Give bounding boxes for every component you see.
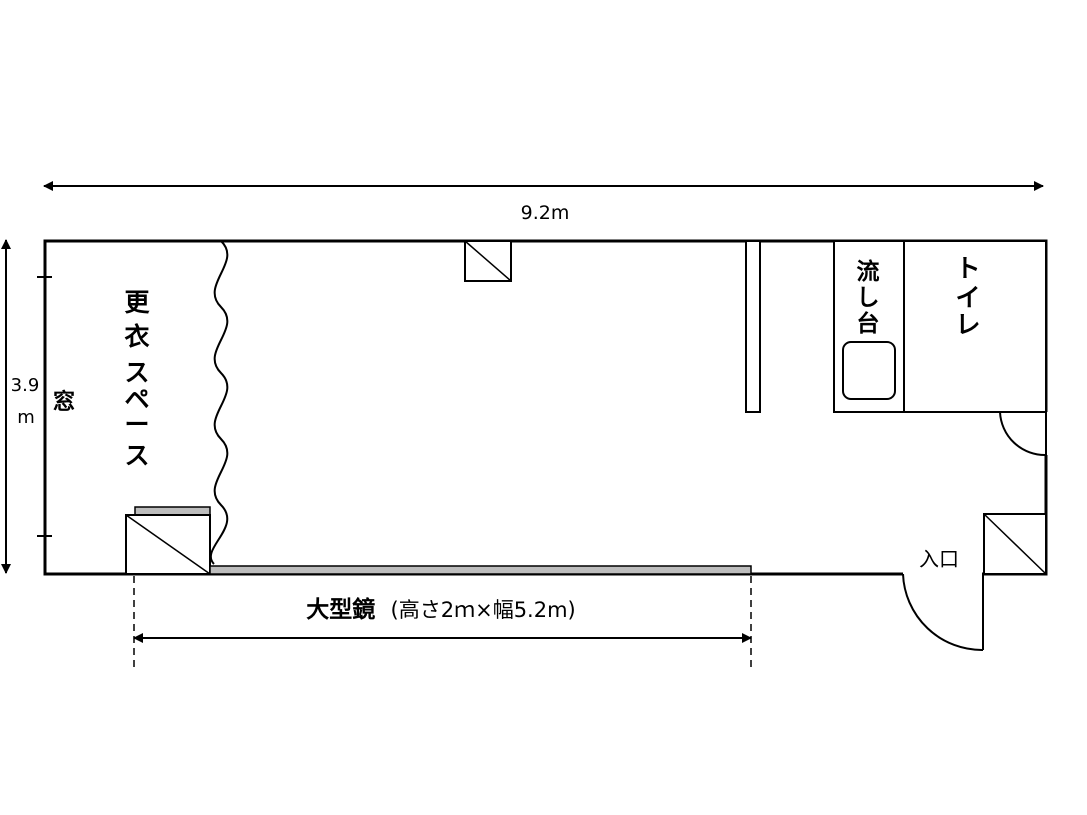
sink-basin [842, 341, 896, 400]
mirror-label: 大型鏡 (高さ2ｍ×幅5.2m) [306, 596, 576, 623]
svg-text:し: し [857, 285, 880, 311]
width-dimension-label: 9.2m [521, 202, 570, 224]
pillar-entrance [983, 513, 1047, 575]
window-label: 窓 [53, 389, 75, 415]
svg-text:イ: イ [955, 283, 980, 312]
svg-text:ス: ス [124, 358, 149, 387]
large-mirror [209, 565, 752, 575]
svg-text:台: 台 [857, 310, 880, 337]
pillar-top [464, 240, 512, 282]
svg-text:更: 更 [124, 288, 150, 317]
svg-text:流: 流 [857, 258, 880, 285]
partition-wall [745, 240, 761, 413]
entrance-label: 入口 [919, 547, 959, 571]
height-dimension-label-1: 3.9 [11, 375, 40, 396]
svg-text:ス: ス [124, 441, 149, 470]
mirror-name: 大型鏡 [306, 596, 375, 623]
changing-space-label: 更 衣 ス ペ ー ス [124, 288, 150, 470]
svg-text:衣: 衣 [124, 322, 149, 351]
svg-text:レ: レ [955, 310, 980, 339]
toilet-room [903, 240, 1047, 413]
svg-text:ト: ト [955, 254, 980, 283]
mirror-spec: (高さ2ｍ×幅5.2m) [391, 598, 576, 622]
pillar-bottom-left [125, 506, 211, 575]
sink-label: 流 し 台 [857, 258, 880, 337]
changing-curtain [209, 240, 229, 565]
toilet-door [999, 411, 1049, 457]
height-dimension-label-2: m [17, 407, 35, 428]
entrance-door [902, 571, 984, 652]
svg-text:ペ: ペ [124, 385, 149, 414]
svg-text:ー: ー [124, 410, 149, 439]
toilet-label: ト イ レ [955, 254, 980, 339]
